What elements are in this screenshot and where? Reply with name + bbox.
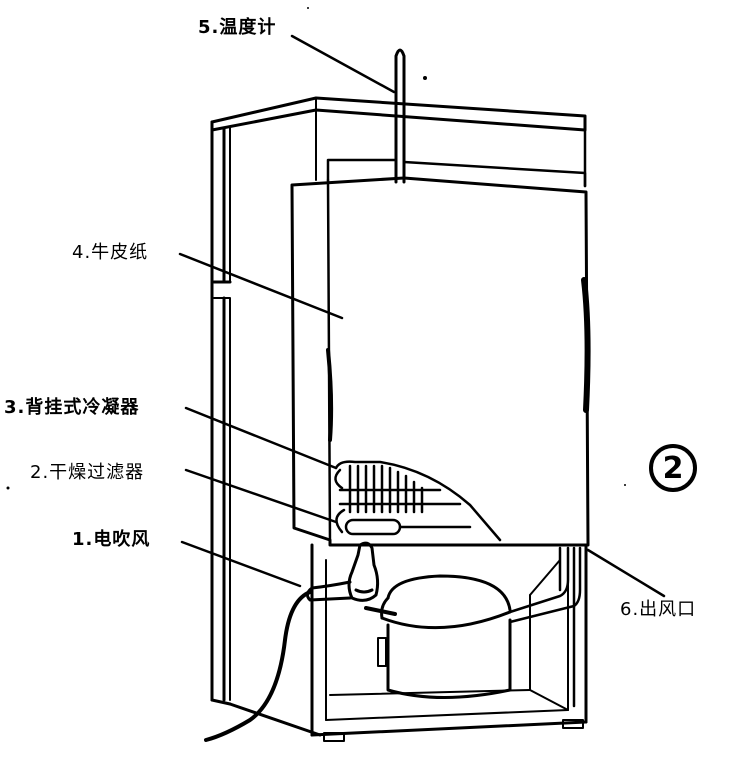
hair-dryer bbox=[305, 541, 380, 602]
figure-number-badge: 2 bbox=[649, 444, 697, 492]
print-speckles bbox=[6, 7, 626, 490]
kraft-paper bbox=[290, 176, 591, 547]
power-cord bbox=[204, 590, 312, 742]
label-air-outlet: 6.出风口 bbox=[620, 599, 697, 620]
condenser bbox=[334, 460, 502, 542]
label-condenser: 3.背挂式冷凝器 bbox=[4, 397, 140, 418]
label-kraft-paper: 4.牛皮纸 bbox=[72, 242, 149, 263]
compressor bbox=[364, 574, 512, 699]
thermometer bbox=[394, 48, 406, 184]
rear-panel bbox=[326, 128, 587, 188]
leader-lines bbox=[178, 34, 666, 598]
pipes bbox=[508, 546, 582, 708]
drying-filter bbox=[344, 518, 472, 536]
cabinet-left-side bbox=[210, 120, 322, 737]
cabinet-top bbox=[210, 96, 587, 181]
label-hair-dryer: 1.电吹风 bbox=[72, 529, 151, 550]
label-drying-filter: 2.干燥过滤器 bbox=[30, 462, 145, 483]
compressor-compartment bbox=[310, 543, 588, 742]
label-thermometer: 5.温度计 bbox=[198, 17, 277, 38]
